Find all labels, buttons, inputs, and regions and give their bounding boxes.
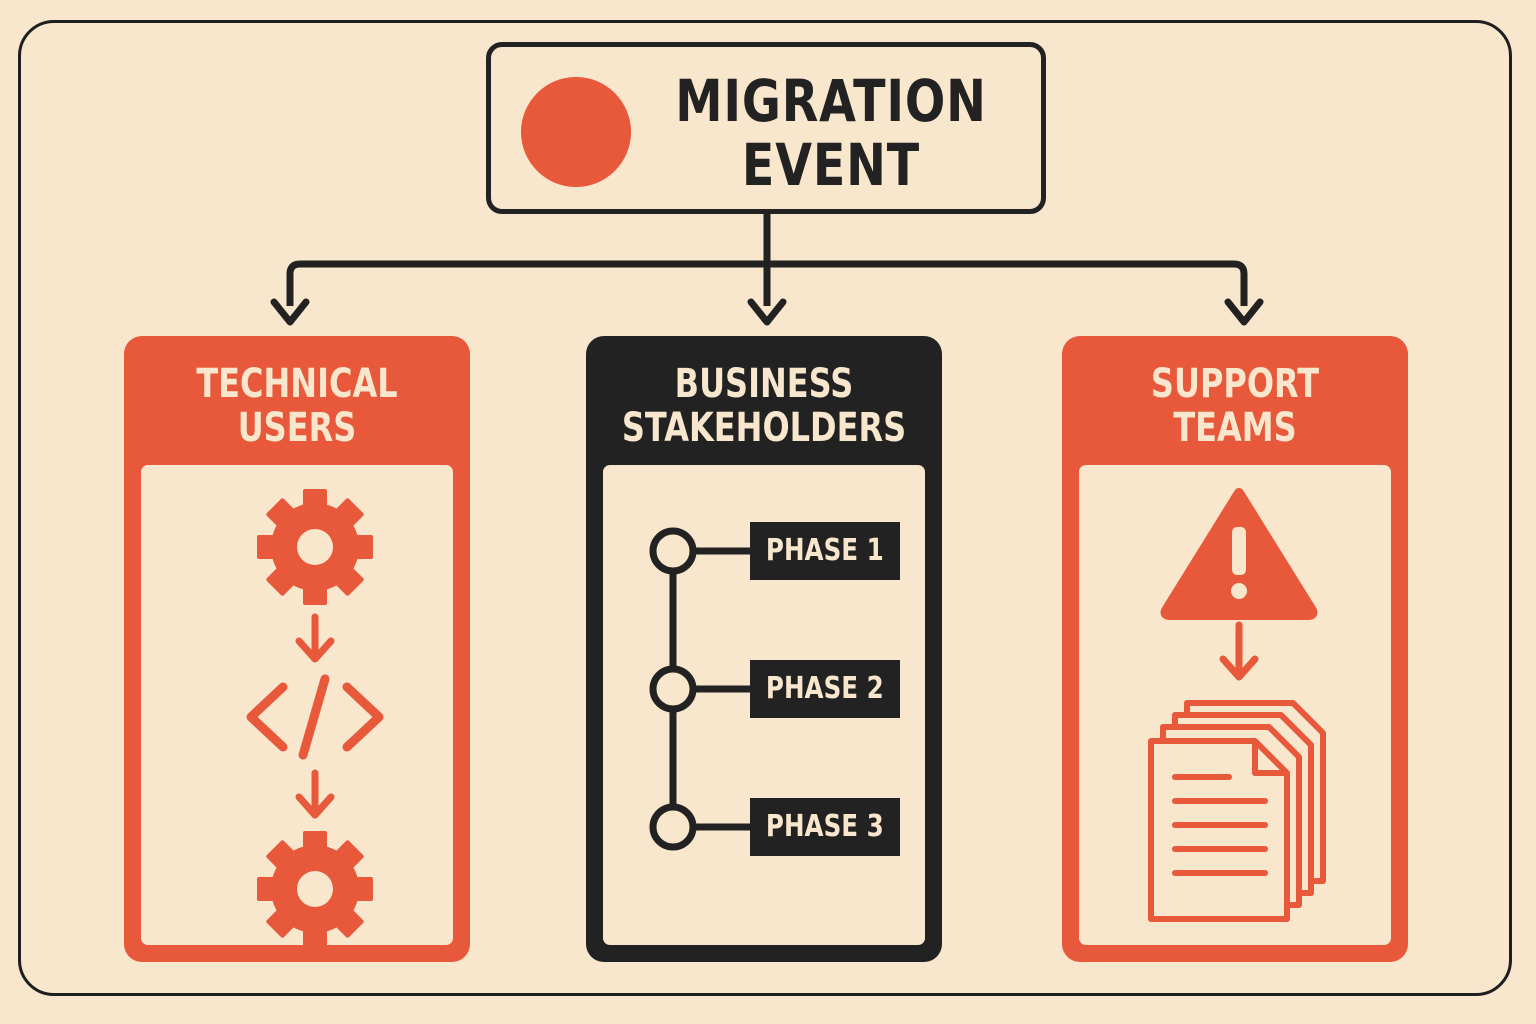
documents-icon: [1148, 700, 1326, 922]
arrow-down-icon: [1224, 298, 1264, 326]
panel-body: [136, 460, 458, 950]
warning-icon: [1160, 488, 1318, 620]
panel-title-line-1: TECHNICAL: [196, 361, 398, 407]
panel-header: TECHNICAL USERS: [124, 336, 470, 460]
phase-node-1: [649, 527, 697, 575]
technical-users-panel: TECHNICAL USERS: [124, 336, 470, 962]
panel-title-line-2: STAKEHOLDERS: [621, 405, 907, 451]
title-line-2: EVENT: [741, 131, 921, 199]
panel-title-line-1: SUPPORT: [1150, 361, 1320, 407]
arrow-down-icon: [1219, 621, 1259, 681]
support-teams-panel: SUPPORT TEAMS: [1062, 336, 1408, 962]
arrow-down-icon: [747, 298, 787, 326]
panel-header: BUSINESS STAKEHOLDERS: [586, 336, 942, 460]
phase-node-2: [649, 665, 697, 713]
business-stakeholders-panel: BUSINESS STAKEHOLDERS PHASE 1 PHASE: [586, 336, 942, 962]
phase-label-text: PHASE 2: [766, 671, 884, 706]
arrow-down-icon: [295, 613, 335, 663]
panel-title: BUSINESS STAKEHOLDERS: [622, 362, 907, 450]
phase-timeline: [649, 527, 763, 851]
title-line-1: MIGRATION: [675, 67, 987, 135]
phase-label-1: PHASE 1: [750, 522, 900, 580]
phase-node-3: [649, 803, 697, 851]
gear-icon: [257, 489, 373, 605]
panel-title: TECHNICAL USERS: [159, 362, 436, 450]
gear-icon: [257, 831, 373, 947]
outer-frame: [18, 20, 1512, 996]
orange-dot-icon: [521, 77, 631, 187]
arrow-down-icon: [295, 769, 335, 819]
phase-label-3: PHASE 3: [750, 798, 900, 856]
panel-title-line-1: BUSINESS: [674, 361, 854, 407]
phase-label-text: PHASE 1: [766, 533, 884, 568]
branch-connector: [286, 260, 1248, 306]
panel-body: PHASE 1 PHASE 2 PHASE 3: [598, 460, 930, 950]
panel-title-line-2: TEAMS: [1173, 405, 1297, 451]
panel-body: [1074, 460, 1396, 950]
panel-header: SUPPORT TEAMS: [1062, 336, 1408, 460]
phase-label-text: PHASE 3: [766, 809, 884, 844]
technical-icons: [246, 489, 384, 947]
arrow-down-icon: [270, 298, 310, 326]
support-icons: [1148, 488, 1326, 922]
panel-title-line-2: USERS: [237, 405, 357, 451]
migration-event-box: MIGRATION EVENT: [486, 42, 1046, 214]
page-title: MIGRATION EVENT: [675, 69, 987, 197]
panel-title: SUPPORT TEAMS: [1097, 362, 1374, 450]
phase-label-2: PHASE 2: [750, 660, 900, 718]
code-brackets-icon: [246, 674, 384, 760]
